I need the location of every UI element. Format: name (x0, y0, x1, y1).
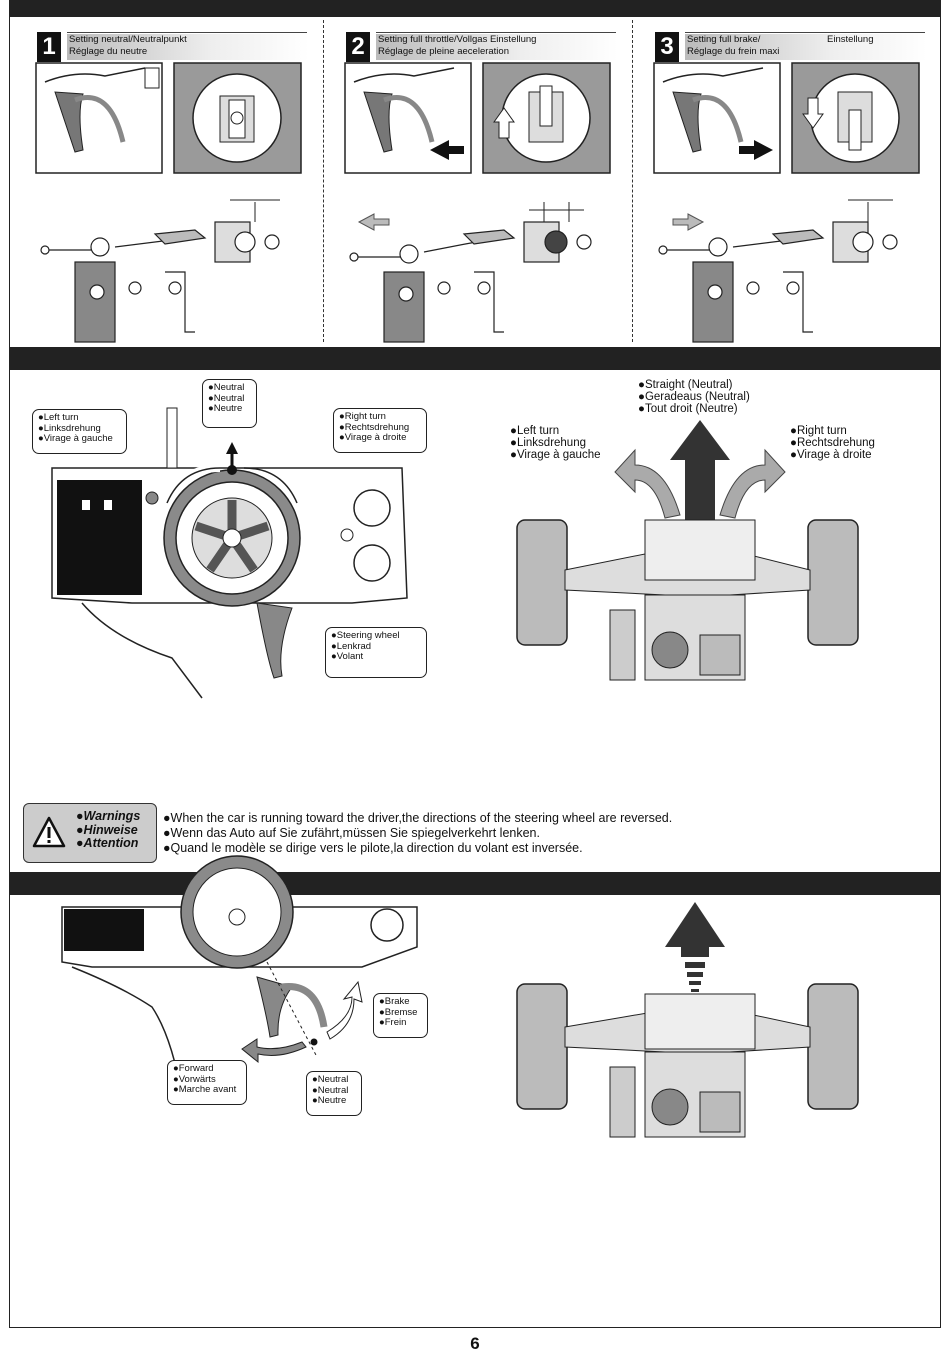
warning-line: ●Quand le modèle se dirige vers le pilot… (163, 841, 583, 855)
forward-callout: ●Forward ●Vorwärts ●Marche avant (167, 1060, 247, 1105)
section-band-steering (9, 347, 941, 370)
label-line: ●Left turn (510, 425, 560, 437)
straight-label: ●Straight (Neutral) ●Geradeaus (Neutral)… (638, 379, 750, 415)
section-band-top (9, 0, 941, 17)
step-title-line: Setting full brake/ (687, 34, 761, 45)
label-line: ●Geradeaus (Neutral) (638, 391, 750, 403)
car-top-view-steering (516, 420, 859, 681)
warning-label: ●Hinweise (76, 822, 138, 837)
right-turn-label: ●Right turn ●Rechtsdrehung ●Virage à dro… (790, 425, 875, 461)
label-line: ●Tout droit (Neutre) (638, 403, 738, 415)
callout-line: ●Neutral (312, 1074, 349, 1085)
right-turn-callout: ●Right turn ●Rechtsdrehung ●Virage à dro… (333, 408, 427, 453)
step-title-line: Réglage du neutre (69, 46, 148, 57)
left-turn-callout: ●Left turn ●Linksdrehung ●Virage à gauch… (32, 409, 127, 454)
step-title: Setting neutral/Neutralpunkt Réglage du … (67, 34, 309, 60)
warning-label: ●Attention (76, 836, 139, 850)
callout-line: ●Neutre (312, 1095, 347, 1106)
step-2-header: 2 Setting full throttle/Vollgas Einstell… (346, 32, 618, 62)
step-number: 1 (37, 32, 61, 62)
callout-line: ●Frein (379, 1017, 407, 1028)
step-divider (323, 20, 324, 342)
warning-triangle-icon (32, 816, 66, 848)
left-turn-label: ●Left turn ●Linksdrehung ●Virage à gauch… (510, 425, 601, 461)
callout-line: ●Vorwärts (173, 1073, 216, 1085)
callout-line: ●Rechtsdrehung (339, 421, 410, 433)
step-number: 3 (655, 32, 679, 62)
callout-line: ●Linksdrehung (38, 422, 101, 434)
warning-box: ●Warnings ●Hinweise ●Attention (23, 803, 157, 863)
header-line (685, 32, 925, 33)
callout-line: ●Forward (173, 1063, 214, 1074)
warning-labels: ●Warnings ●Hinweise ●Attention (76, 809, 141, 851)
callout-line: ●Left turn (38, 412, 79, 423)
step-title-line: Setting neutral/Neutralpunkt (69, 34, 187, 45)
transmitter-steering-illustration (51, 407, 408, 699)
callout-line: ●Neutre (208, 403, 243, 414)
label-line: ●Rechtsdrehung (790, 437, 875, 449)
step-3-illustration (653, 62, 920, 343)
step-3-header: 3 Setting full brake/ Réglage du frein m… (655, 32, 927, 62)
callout-line: ●Neutral (312, 1084, 349, 1096)
step-title-extra: Einstellung (827, 34, 874, 45)
step-title: Setting full throttle/Vollgas Einstellun… (376, 34, 618, 60)
label-line: ●Virage à droite (790, 449, 872, 461)
label-line: ●Straight (Neutral) (638, 379, 733, 391)
header-line (376, 32, 616, 33)
step-1-illustration (35, 62, 302, 343)
callout-line: ●Right turn (339, 411, 386, 422)
step-2-illustration (344, 62, 611, 343)
callout-line: ●Virage à droite (339, 432, 407, 443)
brake-callout: ●Brake ●Bremse ●Frein (373, 993, 428, 1038)
step-title-line: Réglage du frein maxi (687, 46, 780, 57)
callout-line: ●Neutral (208, 382, 245, 393)
page-number: 6 (470, 1334, 480, 1353)
header-line (67, 32, 307, 33)
warning-text: ●When the car is running toward the driv… (163, 811, 672, 856)
callout-line: ●Lenkrad (331, 640, 372, 652)
step-divider (632, 20, 633, 342)
step-title-line: Réglage de pleine aeceleration (378, 46, 509, 57)
section-band-throttle (9, 872, 941, 895)
neutral-callout: ●Neutral ●Neutral ●Neutre (202, 379, 257, 428)
callout-line: ●Virage à gauche (38, 433, 113, 444)
step-number: 2 (346, 32, 370, 62)
label-line: ●Linksdrehung (510, 437, 586, 449)
car-top-view-forward (516, 902, 859, 1138)
label-line: ●Right turn (790, 425, 847, 437)
warning-line: ●Wenn das Auto auf Sie zufährt,müssen Si… (163, 826, 540, 840)
step-1-header: 1 Setting neutral/Neutralpunkt Réglage d… (37, 32, 309, 62)
neutral-throttle-callout: ●Neutral ●Neutral ●Neutre (306, 1071, 362, 1116)
callout-line: ●Volant (331, 651, 364, 662)
warning-line: ●When the car is running toward the driv… (163, 811, 673, 825)
step-title: Setting full brake/ Réglage du frein max… (685, 34, 927, 60)
steering-wheel-callout: ●Steering wheel ●Lenkrad ●Volant (325, 627, 427, 678)
callout-line: ●Bremse (379, 1006, 418, 1018)
callout-line: ●Neutral (208, 392, 245, 404)
label-line: ●Virage à gauche (510, 449, 601, 461)
warning-label: ●Warnings (76, 809, 141, 823)
step-title-line: Setting full throttle/Vollgas Einstellun… (378, 34, 537, 45)
callout-line: ●Brake (379, 996, 410, 1007)
callout-line: ●Steering wheel (331, 630, 400, 641)
callout-line: ●Marche avant (173, 1084, 237, 1095)
